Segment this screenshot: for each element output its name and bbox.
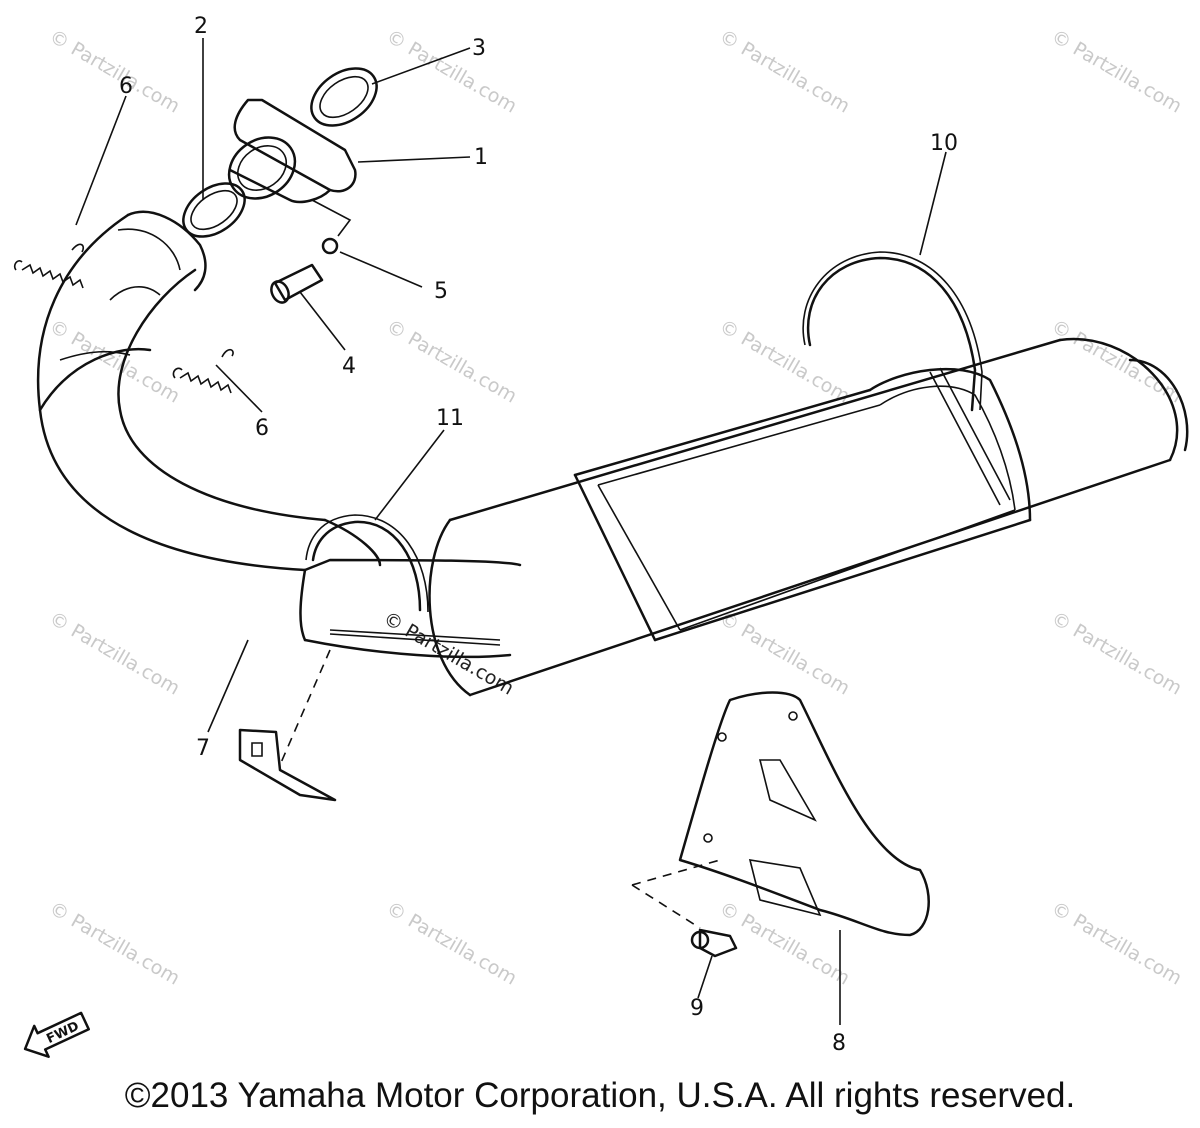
callout-10: 10 bbox=[930, 131, 958, 156]
callout-2: 2 bbox=[194, 14, 208, 39]
callout-6: 6 bbox=[255, 416, 269, 441]
callout-5: 5 bbox=[434, 279, 448, 304]
watermark: © Partzilla.com bbox=[383, 25, 521, 117]
callout-3: 3 bbox=[472, 36, 486, 61]
watermark: © Partzilla.com bbox=[1048, 607, 1186, 699]
callout-9: 9 bbox=[690, 996, 704, 1021]
callout-4: 4 bbox=[342, 354, 356, 379]
watermark: © Partzilla.com bbox=[46, 897, 184, 989]
watermark: © Partzilla.com bbox=[716, 897, 854, 989]
watermark: © Partzilla.com bbox=[716, 607, 854, 699]
callout-labels: 1 2 3 4 5 6 6 7 8 9 10 11 bbox=[119, 14, 958, 1056]
muffler-bracket bbox=[631, 691, 930, 958]
exhaust-pipe bbox=[36, 210, 522, 659]
watermark: © Partzilla.com bbox=[716, 315, 854, 407]
pipe-hanger bbox=[238, 649, 337, 802]
leader-lines bbox=[75, 38, 947, 1025]
muffler bbox=[428, 337, 1189, 697]
watermark: © Partzilla.com bbox=[1048, 897, 1186, 989]
watermark: © Partzilla.com bbox=[46, 25, 184, 117]
callout-6: 6 bbox=[119, 74, 133, 99]
callout-7: 7 bbox=[196, 736, 210, 761]
fwd-label: FWD bbox=[44, 1019, 81, 1047]
watermark: © Partzilla.com bbox=[46, 315, 184, 407]
callout-11: 11 bbox=[436, 406, 464, 431]
forward-arrow-icon: FWD bbox=[23, 1011, 90, 1058]
watermark: © Partzilla.com bbox=[1048, 25, 1186, 117]
copyright-notice: ©2013 Yamaha Motor Corporation, U.S.A. A… bbox=[124, 1076, 1076, 1115]
watermark: © Partzilla.com bbox=[383, 897, 521, 989]
callout-1: 1 bbox=[474, 145, 488, 170]
flange-assembly bbox=[182, 67, 378, 238]
muffler-bands bbox=[305, 251, 983, 613]
watermark: © Partzilla.com bbox=[383, 315, 521, 407]
watermark: © Partzilla.com bbox=[46, 607, 184, 699]
exhaust-springs bbox=[13, 243, 234, 394]
watermark: © Partzilla.com bbox=[1048, 315, 1186, 407]
callout-8: 8 bbox=[832, 1031, 846, 1056]
bolt-and-washer bbox=[270, 237, 339, 304]
watermark: © Partzilla.com bbox=[716, 25, 854, 117]
